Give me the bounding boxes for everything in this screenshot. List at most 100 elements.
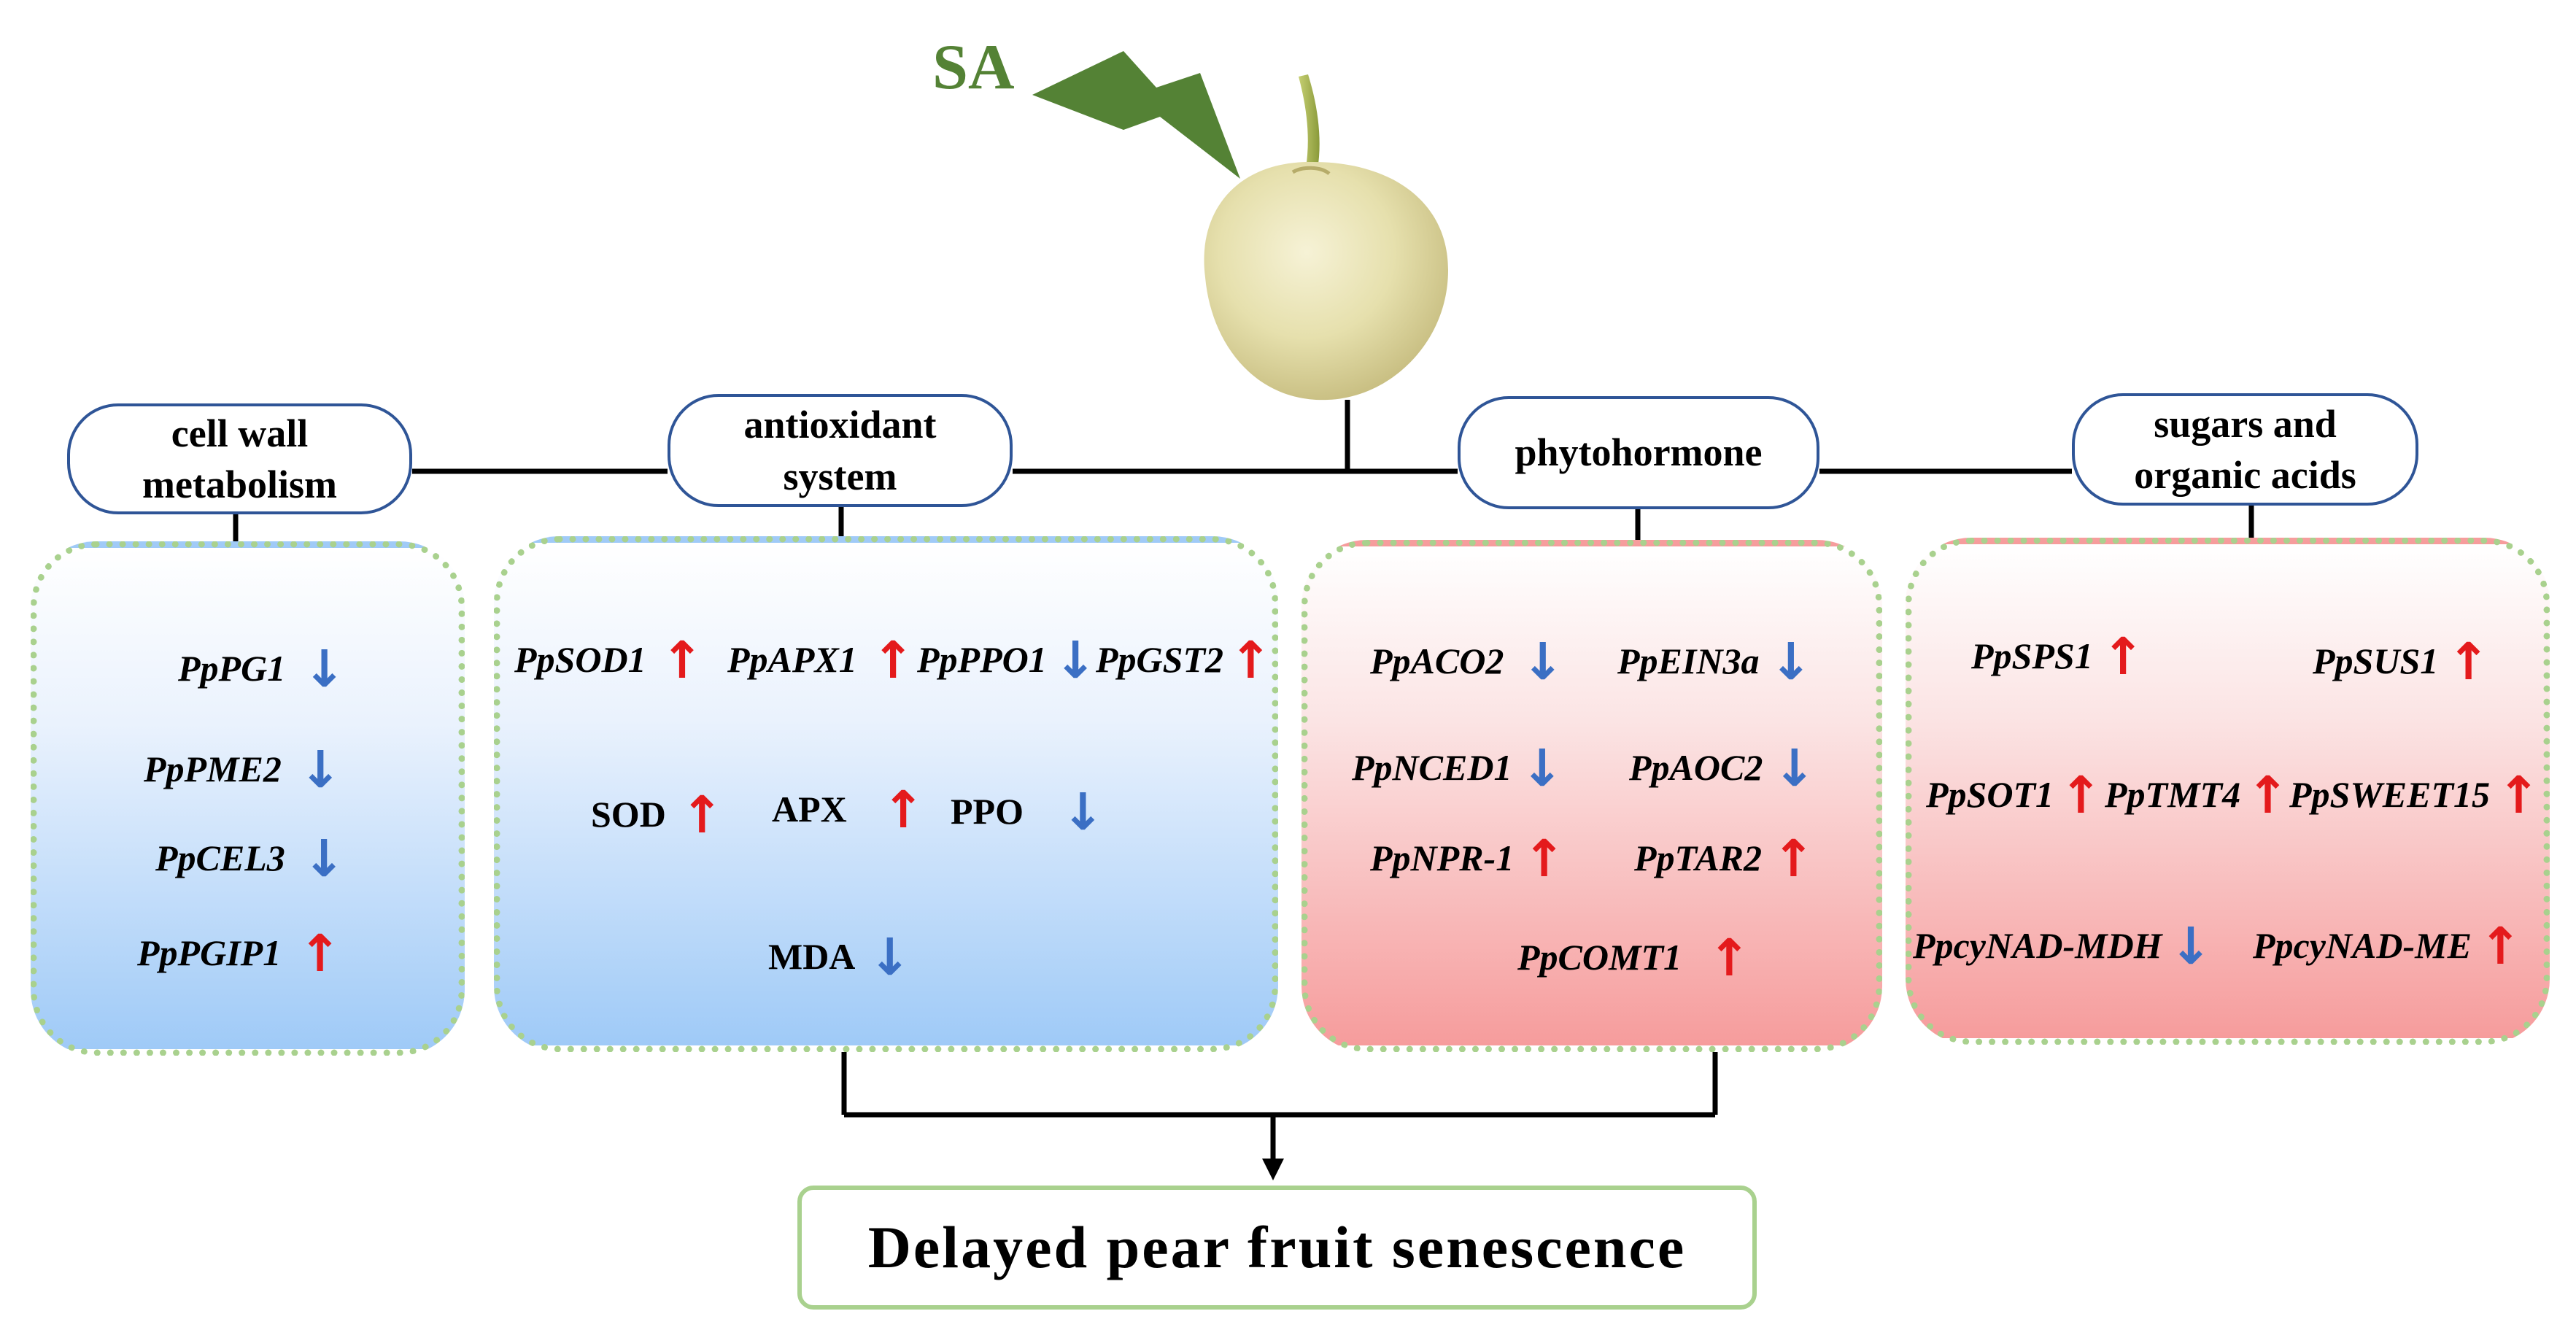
regulation-arrow-icon: ↓ (303, 639, 346, 699)
gene-item: PpTAR2↑ (1634, 833, 1815, 884)
result-label: Delayed pear fruit senescence (867, 1214, 1687, 1280)
category-antioxidant: antioxidant system (668, 394, 1013, 507)
gene-item: PpSOD1↑ (514, 635, 703, 686)
pear-fruit (1204, 74, 1448, 401)
gene-name: PpACO2 (1370, 641, 1504, 681)
category-line2: organic acids (2134, 453, 2356, 497)
gene-name: PpEIN3a (1617, 641, 1760, 681)
regulation-arrow-icon: ↑ (2447, 632, 2490, 692)
enzyme-name: APX (772, 789, 847, 830)
lightning-bolt-icon (1032, 51, 1240, 179)
regulation-arrow-icon: ↓ (2169, 916, 2213, 976)
category-line1: antioxidant (743, 403, 937, 447)
regulation-arrow-icon: ↑ (1708, 928, 1751, 988)
gene-item: PpSOT1↑ (1926, 770, 2103, 821)
category-phytohormone: phytohormone (1458, 396, 1819, 509)
gene-item: PpPG1↓ (178, 643, 346, 695)
gene-name: PpSOD1 (514, 639, 646, 680)
gene-item: PpTMT4↑ (2105, 770, 2289, 821)
gene-item: PpAOC2↓ (1629, 743, 1816, 794)
gene-name: PpSWEET15 (2289, 774, 2491, 815)
enzyme-name: SOD (591, 794, 666, 835)
panel-sugars (1906, 538, 2550, 1045)
regulation-arrow-icon: ↓ (302, 829, 346, 889)
gene-name: PpGST2 (1096, 639, 1223, 680)
category-line1: cell wall (171, 411, 309, 455)
regulation-arrow-icon: ↑ (2478, 916, 2522, 976)
gene-name: PpAPX1 (727, 639, 857, 680)
gene-item: PpSWEET15↑ (2289, 770, 2540, 821)
regulation-arrow-icon: ↓ (298, 740, 342, 800)
gene-name: PpNCED1 (1352, 747, 1512, 788)
regulation-arrow-icon: ↓ (1520, 738, 1564, 798)
gene-item: PpcyNAD-MDH↓ (1913, 921, 2212, 972)
gene-item: PpCOMT1↑ (1517, 932, 1751, 983)
category-line1: sugars and (2154, 401, 2337, 446)
gene-item: PpNCED1↓ (1352, 743, 1563, 794)
gene-item: PpNPR-1↑ (1370, 833, 1566, 884)
regulation-arrow-icon: ↑ (1523, 829, 1566, 889)
regulation-arrow-icon: ↑ (2101, 627, 2145, 687)
gene-name: PpAOC2 (1629, 747, 1763, 788)
regulation-arrow-icon: ↓ (1521, 632, 1565, 692)
panel-antioxidant (494, 536, 1278, 1052)
panel-phytohormone (1301, 540, 1882, 1052)
gene-name: PpPGIP1 (137, 932, 282, 973)
regulation-arrow-icon: ↑ (2246, 765, 2289, 825)
gene-name: PpcyNAD-ME (2253, 925, 2472, 966)
gene-item: PpcyNAD-ME↑ (2253, 921, 2522, 972)
regulation-arrow-icon: ↑ (2497, 765, 2540, 825)
regulation-arrow-icon: ↑ (680, 785, 724, 845)
result-box: Delayed pear fruit senescence (797, 1186, 1757, 1310)
category-line1: phytohormone (1515, 430, 1763, 475)
gene-item: PpPGIP1↑ (137, 928, 341, 979)
regulation-arrow-icon: ↑ (1229, 630, 1272, 690)
enzyme-item: SOD↑ (591, 789, 723, 840)
sa-label: SA (932, 32, 1015, 103)
category-line2: metabolism (142, 463, 337, 506)
gene-name: PpcyNAD-MDH (1913, 925, 2162, 966)
regulation-arrow-icon: ↑ (881, 780, 925, 840)
gene-item: PpAPX1↑ (727, 635, 914, 686)
gene-item: PpPME2↓ (144, 744, 342, 795)
result-arrowhead (1262, 1159, 1284, 1180)
regulation-arrow-icon: ↓ (1773, 738, 1817, 798)
regulation-arrow-icon: ↑ (871, 630, 915, 690)
gene-item: PpSUS1↑ (2313, 636, 2490, 687)
gene-item: PpPPO1↓ (917, 635, 1096, 686)
gene-name: PpTAR2 (1634, 838, 1763, 878)
gene-item: PpSPS1↑ (1971, 631, 2144, 682)
category-sugars: sugars and organic acids (2072, 393, 2418, 506)
gene-item: PpCEL3↓ (155, 833, 345, 884)
regulation-arrow-icon: ↓ (1053, 630, 1097, 690)
product-name: MDA (768, 936, 856, 977)
gene-name: PpSUS1 (2313, 641, 2439, 681)
regulation-arrow-icon: ↑ (660, 630, 704, 690)
gene-name: PpTMT4 (2105, 774, 2241, 815)
gene-name: PpSOT1 (1926, 774, 2054, 815)
enzyme-item: APX↑ (772, 784, 924, 835)
gene-item: PpEIN3a↓ (1617, 636, 1812, 687)
regulation-arrow-icon: ↓ (1769, 632, 1813, 692)
panel-cell-wall (31, 541, 465, 1056)
gene-item: PpACO2↓ (1370, 636, 1564, 687)
gene-name: PpSPS1 (1971, 635, 2093, 676)
category-cell-wall: cell wall metabolism (67, 403, 412, 514)
gene-name: PpPPO1 (917, 639, 1047, 680)
gene-name: PpPG1 (178, 648, 286, 689)
regulation-arrow-icon: ↓ (868, 927, 912, 987)
regulation-arrow-icon: ↑ (1772, 829, 1815, 889)
gene-name: PpCOMT1 (1517, 937, 1682, 978)
regulation-arrow-icon: ↑ (298, 924, 341, 983)
gene-name: PpCEL3 (155, 838, 285, 878)
regulation-arrow-icon: ↑ (2059, 765, 2103, 825)
gene-item: PpGST2↑ (1096, 635, 1272, 686)
gene-name: PpPME2 (144, 749, 282, 789)
gene-name: PpNPR-1 (1370, 838, 1515, 878)
enzyme-item: PPO↓ (951, 786, 1105, 838)
regulation-arrow-icon: ↓ (1061, 782, 1105, 842)
product-item: MDA↓ (768, 932, 911, 983)
category-line2: system (783, 454, 897, 498)
enzyme-name: PPO (951, 791, 1024, 832)
